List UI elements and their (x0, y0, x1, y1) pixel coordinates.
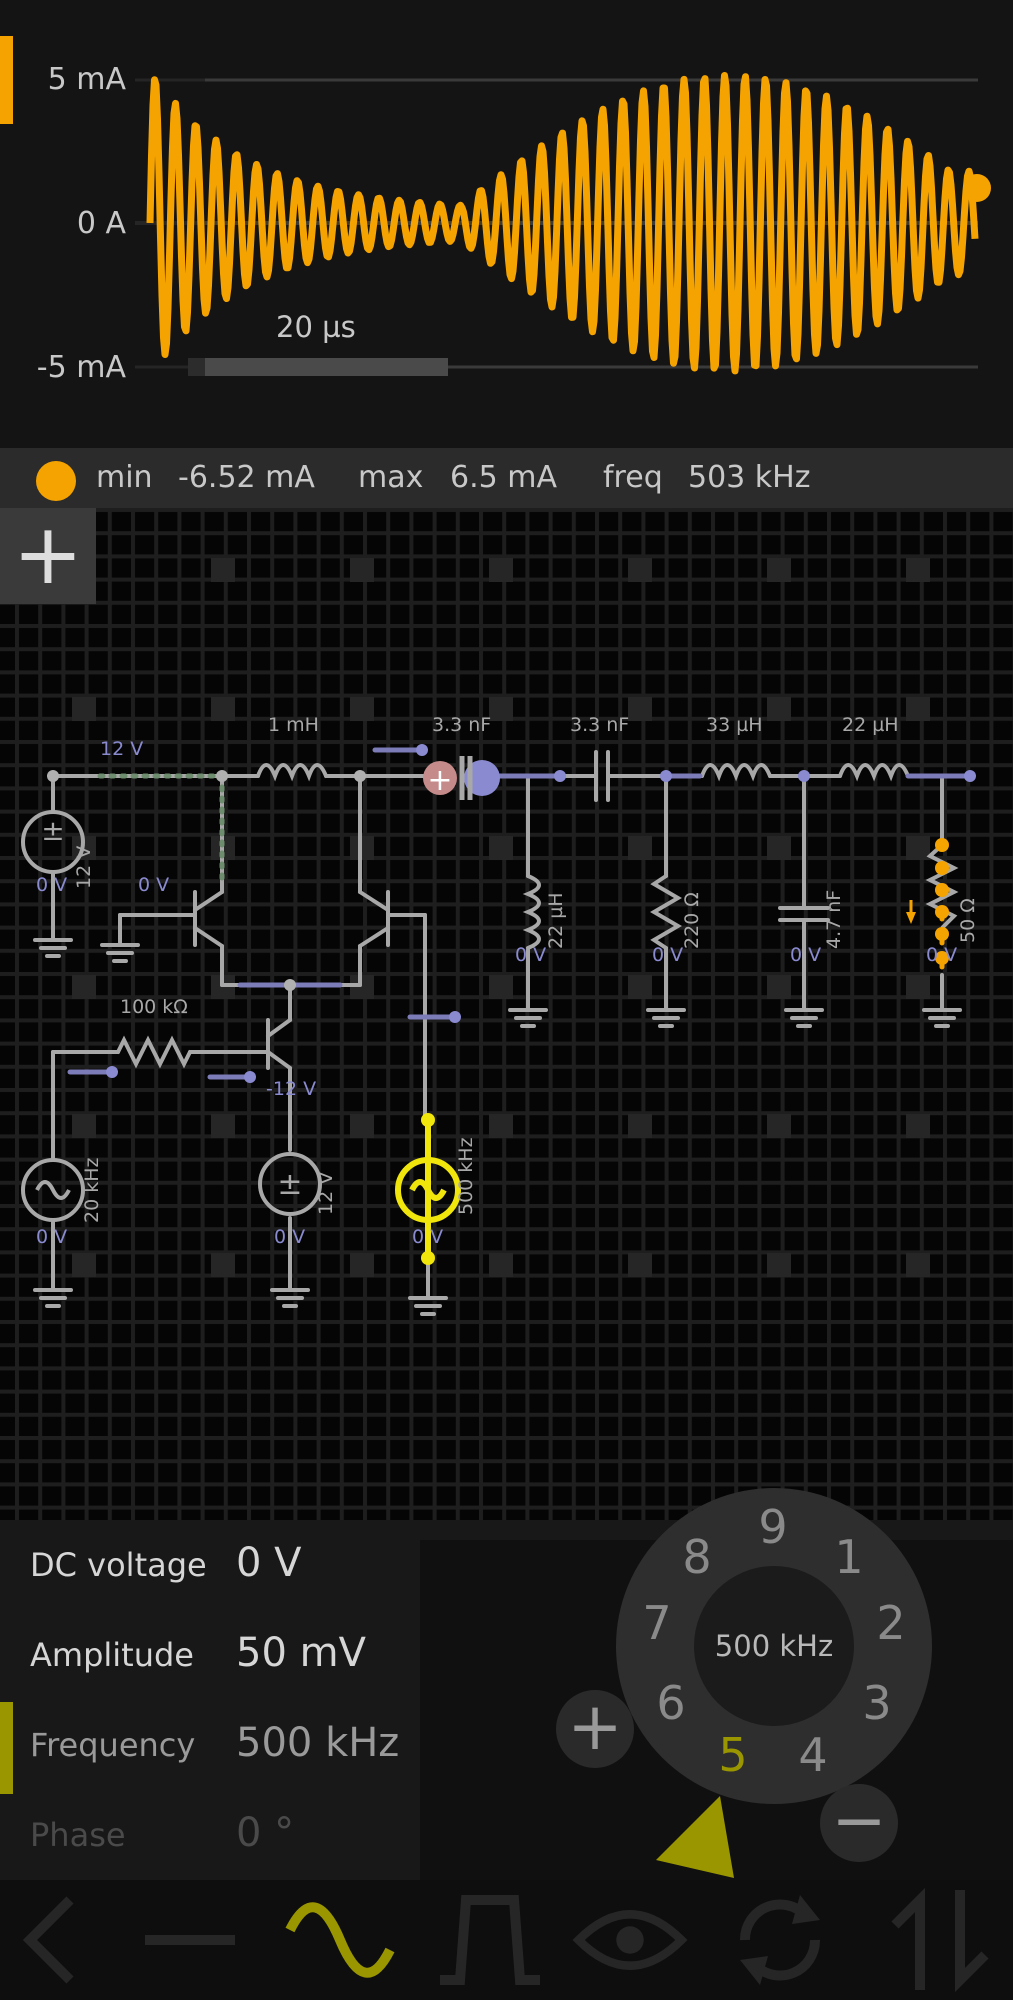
svg-text:+: + (427, 763, 452, 798)
square-wave-icon[interactable] (430, 1880, 550, 2000)
dial-digit-5[interactable]: 5 (718, 1728, 748, 1782)
time-scale-bar (188, 358, 448, 376)
circuit-label-neg-supply-v: 0 V (274, 1226, 306, 1248)
prop-value: 0 V (236, 1540, 302, 1586)
dial-digit-9[interactable]: 9 (758, 1500, 788, 1554)
prop-dc-voltage[interactable]: DC voltage 0 V (0, 1520, 420, 1610)
dial-digit-6[interactable]: 6 (656, 1676, 686, 1730)
dial-plus-button[interactable]: + (556, 1690, 634, 1768)
circuit-label-inductor3: 33 µH (706, 714, 763, 736)
circuit-label-base-ground-v: 0 V (138, 874, 170, 896)
scope-channel-marker[interactable] (0, 36, 13, 124)
circuit-label-cap3: 4.7 nF (823, 889, 845, 949)
measurement-bar: min -6.52 mA max 6.5 mA freq 503 kHz (0, 448, 1013, 508)
dial-digit-4[interactable]: 4 (798, 1728, 828, 1782)
dial-digit-8[interactable]: 8 (682, 1530, 712, 1584)
time-scale-label: 20 µs (276, 310, 356, 344)
prop-phase[interactable]: Phase 0 ° (0, 1790, 420, 1880)
dial-digit-2[interactable]: 2 (876, 1596, 906, 1650)
circuit-label-inductor2-v: 0 V (515, 944, 547, 966)
svg-text:±: ± (277, 1167, 302, 1202)
circuit-label-supply-node: 12 V (100, 738, 144, 760)
circuit-label-supply-ground-v: 0 V (36, 874, 68, 896)
rotate-icon[interactable] (720, 1880, 840, 2000)
circuit-label-cap3-v: 0 V (790, 944, 822, 966)
circuit-label-load-v: 0 V (926, 944, 958, 966)
y-label-top: 5 mA (47, 62, 126, 97)
dial-digit-7[interactable]: 7 (642, 1596, 672, 1650)
back-icon[interactable] (0, 1880, 120, 2000)
circuit-label-cap1: 3.3 nF (432, 714, 492, 736)
oscilloscope-panel[interactable]: 5 mA 0 A -5 mA 20 µs (0, 0, 1013, 448)
circuit-label-resistor220: 220 Ω (681, 892, 703, 949)
min-label: min (96, 460, 153, 495)
dial-minus-button[interactable]: − (820, 1784, 898, 1862)
prop-amplitude[interactable]: Amplitude 50 mV (0, 1610, 420, 1700)
freq-label: freq (603, 460, 663, 495)
prop-value: 50 mV (236, 1630, 366, 1676)
min-value: -6.52 mA (178, 460, 315, 495)
prop-label: Amplitude (30, 1636, 194, 1674)
y-label-zero: 0 A (76, 206, 126, 241)
prop-label: DC voltage (30, 1546, 207, 1584)
add-component-button[interactable]: + (0, 508, 96, 604)
selected-prop-marker (0, 1702, 13, 1794)
dial-center-value: 500 kHz (694, 1566, 854, 1726)
circuit-label-src20k-v: 0 V (36, 1226, 68, 1248)
dial-digit-3[interactable]: 3 (862, 1676, 892, 1730)
prop-value: 500 kHz (236, 1720, 400, 1766)
probe-color-dot[interactable] (36, 461, 76, 501)
swap-icon[interactable] (880, 1880, 1000, 2000)
svg-text:±: ± (41, 814, 64, 847)
circuit-label-resistor100k: 100 kΩ (120, 996, 188, 1018)
dial-digit-1[interactable]: 1 (834, 1530, 864, 1584)
current-trace (146, 72, 979, 375)
max-label: max (358, 460, 424, 495)
prop-value: 0 ° (236, 1810, 295, 1856)
dc-source-icon[interactable] (130, 1880, 250, 2000)
circuit-schematic[interactable]: + ± ± (0, 508, 1013, 1520)
circuit-label-supply-rating: 12 V (73, 845, 95, 889)
circuit-label-cap2: 3.3 nF (570, 714, 630, 736)
ac-source-icon[interactable] (280, 1880, 400, 2000)
circuit-label-load: 50 Ω (957, 898, 979, 943)
circuit-label-resistor220-v: 0 V (652, 944, 684, 966)
dial-pointer-icon (656, 1796, 734, 1878)
circuit-label-neg-supply-rating: 12 V (315, 1171, 337, 1215)
freq-value: 503 kHz (688, 460, 811, 495)
circuit-label-src500k: 500 kHz (455, 1137, 477, 1215)
circuit-label-inductor4: 22 µH (842, 714, 899, 736)
circuit-label-inductor2: 22 µH (545, 892, 567, 949)
circuit-label-src500k-v: 0 V (412, 1226, 444, 1248)
max-value: 6.5 mA (450, 460, 557, 495)
circuit-label-src20k: 20 kHz (81, 1157, 103, 1223)
prop-frequency[interactable]: Frequency 500 kHz (0, 1700, 420, 1790)
y-label-bottom: -5 mA (36, 350, 126, 385)
circuit-label-inductor1: 1 mH (268, 714, 319, 736)
prop-label: Phase (30, 1816, 126, 1854)
eye-icon[interactable] (570, 1880, 690, 2000)
trace-endpoint (963, 174, 991, 202)
component-toolbar (0, 1880, 1013, 2000)
scope-plot (135, 60, 991, 380)
prop-label: Frequency (30, 1726, 196, 1764)
circuit-label-neg-supply-node: -12 V (266, 1078, 317, 1100)
